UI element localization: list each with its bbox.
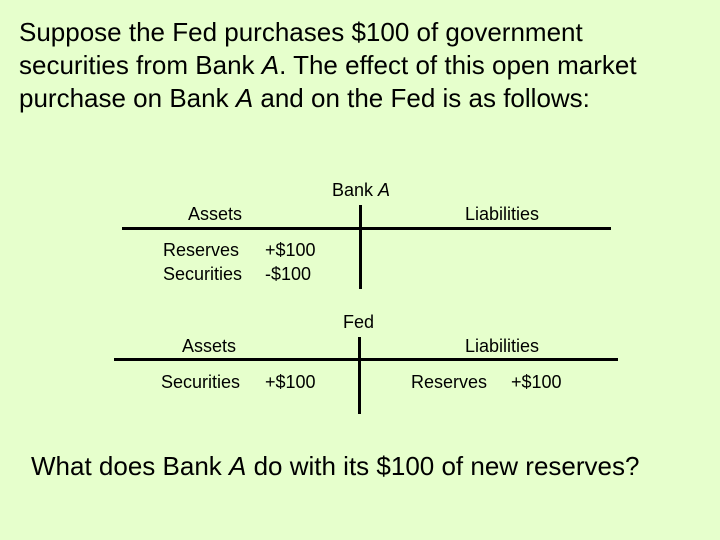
intro-text-3: and on the Fed is as follows:	[253, 83, 590, 113]
asset-label: Reserves	[163, 240, 240, 260]
bank-a-asset-row: Securities -$100	[163, 262, 311, 286]
fed-vertical-rule	[358, 337, 361, 414]
bank-a-title: Bank A	[332, 180, 391, 200]
intro-text-2: . The effect of this open market purchas…	[19, 50, 637, 113]
liability-value: +$100	[511, 372, 562, 392]
bank-a-liabilities-header: Liabilities	[465, 204, 540, 224]
intro-bank-letter-1: A	[261, 50, 280, 80]
bank-a-asset-row: Reserves +$100	[163, 238, 316, 262]
intro-text-1: Suppose the Fed purchases $100 of govern…	[19, 17, 583, 80]
intro-paragraph: Suppose the Fed purchases $100 of govern…	[19, 16, 659, 115]
question-bank-letter: A	[229, 451, 247, 481]
intro-bank-letter-2: A	[235, 83, 254, 113]
bank-a-assets-header: Assets	[188, 204, 243, 224]
fed-title: Fed	[343, 312, 375, 332]
fed-horizontal-rule	[114, 358, 618, 361]
fed-assets-header: Assets	[182, 336, 237, 356]
asset-label: Securities	[161, 372, 241, 392]
bank-a-title-letter: A	[378, 180, 391, 200]
asset-value: +$100	[265, 372, 316, 392]
question-text: What does Bank A do with its $100 of new…	[31, 451, 640, 481]
asset-value: +$100	[265, 240, 316, 260]
bank-a-horizontal-rule	[122, 227, 611, 230]
asset-label: Securities	[163, 264, 243, 284]
fed-asset-row: Securities +$100	[161, 370, 316, 394]
fed-liabilities-header: Liabilities	[465, 336, 540, 356]
fed-liability-row: Reserves +$100	[411, 370, 562, 394]
bank-a-vertical-rule	[359, 205, 362, 289]
asset-value: -$100	[265, 264, 312, 284]
liability-label: Reserves	[411, 372, 488, 392]
